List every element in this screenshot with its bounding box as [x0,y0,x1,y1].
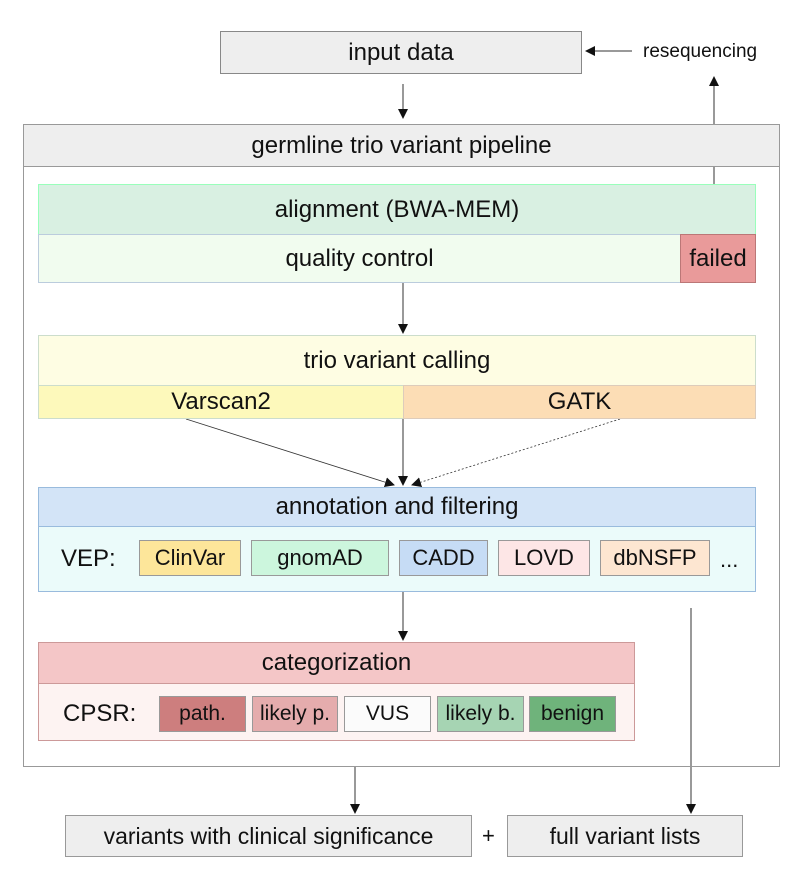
output-full-box: full variant lists [507,815,743,857]
vep-source-label: LOVD [514,545,574,570]
categorization-label: categorization [261,649,412,676]
annotation-box: annotation and filtering [38,487,756,527]
category-likely-benign: likely b. [437,696,524,732]
output-clinical-box: variants with clinical significance [65,815,472,857]
category-label: benign [540,702,605,725]
trio-calling-label: trio variant calling [303,346,491,374]
annotation-label: annotation and filtering [275,493,519,520]
category-benign: benign [529,696,616,732]
output-full-label: full variant lists [549,822,701,849]
vep-source-label: ClinVar [154,545,226,570]
vep-source-label: dbNSFP [613,545,697,570]
category-likely-pathogenic: likely p. [252,696,338,732]
category-vus: VUS [344,696,431,732]
category-path: path. [159,696,246,732]
categorization-box: categorization [38,642,635,684]
failed-label: failed [689,244,747,272]
output-clinical-label: variants with clinical significance [103,822,434,849]
vep-source-lovd: LOVD [498,540,590,576]
pipeline-title: germline trio variant pipeline [251,131,552,159]
cpsr-label: CPSR: [63,700,137,727]
input-data-label: input data [348,38,454,66]
vep-source-gnomad: gnomAD [251,540,389,576]
alignment-box: alignment (BWA-MEM) [38,184,756,235]
plus-sign: + [482,823,495,848]
category-label: likely p. [259,702,331,725]
trio-calling-box: trio variant calling [38,335,756,386]
vep-source-label: gnomAD [277,545,363,570]
varscan-label: Varscan2 [171,388,271,415]
pipeline-title-bar: germline trio variant pipeline [23,124,780,167]
alignment-label: alignment (BWA-MEM) [274,195,520,223]
category-label: path. [179,702,226,725]
vep-source-cadd: CADD [399,540,488,576]
quality-control-label: quality control [285,244,434,272]
vep-source-dbnsfp: dbNSFP [600,540,710,576]
vep-source-clinvar: ClinVar [139,540,241,576]
gatk-label: GATK [547,388,612,415]
gatk-box: GATK [403,385,756,419]
category-label: likely b. [445,702,516,725]
vep-more-ellipsis: ... [720,547,739,572]
varscan-box: Varscan2 [38,385,404,419]
failed-box: failed [680,234,756,283]
resequencing-label: resequencing [643,41,758,62]
vep-label: VEP: [61,545,116,572]
quality-control-box: quality control [38,234,681,283]
input-data-box: input data [220,31,582,74]
category-label: VUS [365,702,410,725]
vep-source-label: CADD [412,545,475,570]
